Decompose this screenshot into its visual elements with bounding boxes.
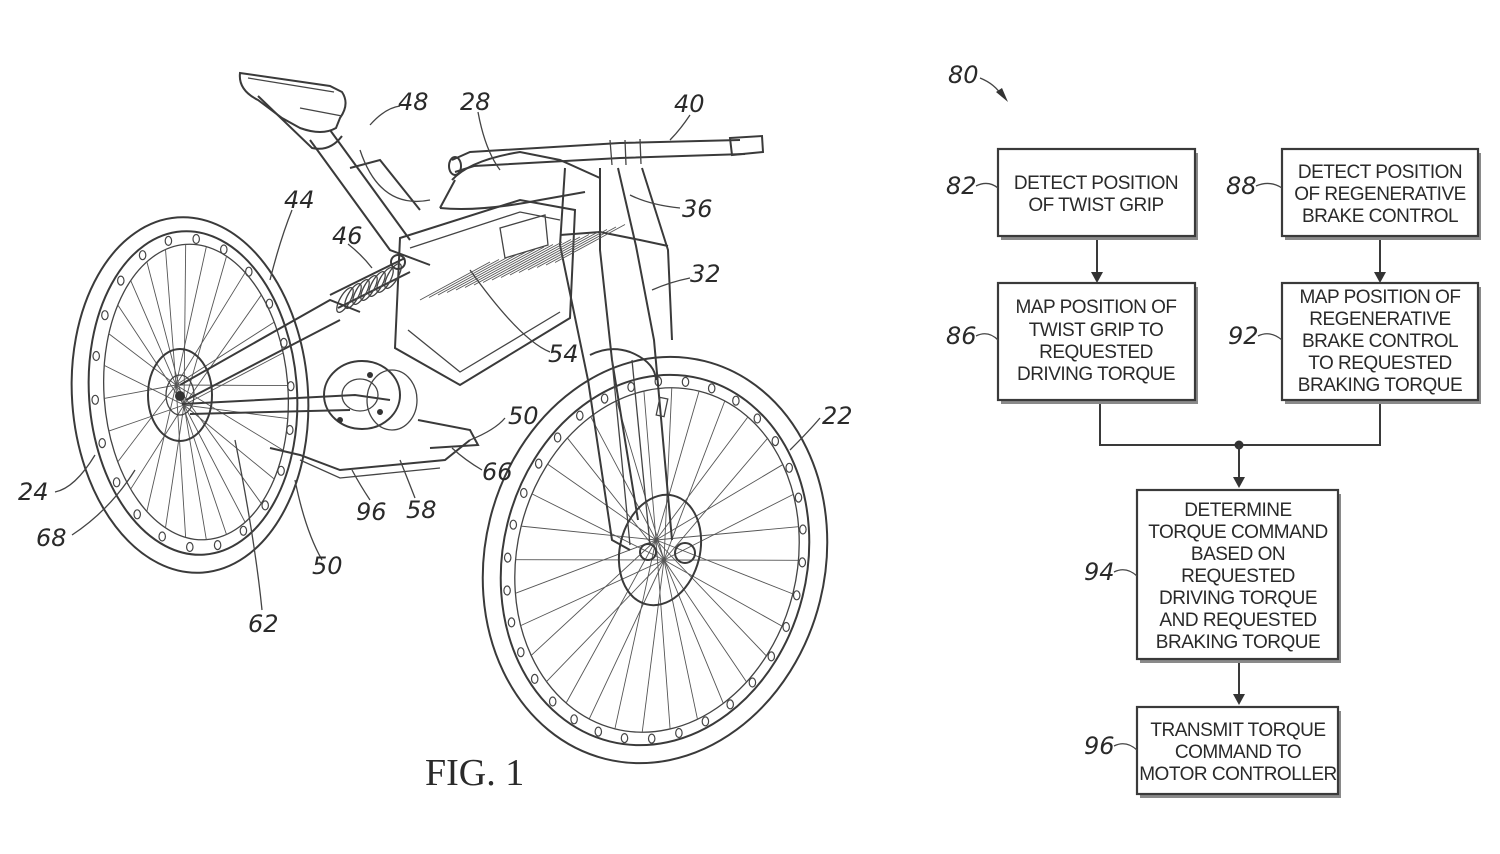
label-50-lower: 50 (312, 552, 343, 580)
label-62: 62 (248, 610, 279, 638)
flowchart-ref-96: 96 (1084, 732, 1115, 760)
flowchart-ref-88: 88 (1226, 172, 1257, 200)
label-54: 54 (548, 340, 579, 368)
box-94-line-3: BASED ON (1191, 544, 1285, 565)
label-24: 24 (18, 478, 49, 506)
battery-pack (395, 200, 625, 385)
box-96-line-1: TRANSMIT TORQUE (1150, 720, 1325, 741)
label-22: 22 (822, 402, 853, 430)
flowchart-ref-94: 94 (1084, 558, 1115, 586)
flowchart-ref-86: 86 (946, 322, 977, 350)
box-88-line-1: DETECT POSITION (1298, 162, 1462, 183)
box-88-line-3: BRAKE CONTROL (1302, 206, 1458, 227)
box-94-line-2: TORQUE COMMAND (1148, 522, 1327, 543)
flowchart-ref-80: 80 (948, 61, 979, 89)
box-92-line-5: BRAKING TORQUE (1298, 375, 1462, 396)
box-88-line-2: OF REGENERATIVE (1294, 184, 1466, 205)
box-96-line-3: MOTOR CONTROLLER (1139, 764, 1337, 785)
label-32: 32 (690, 260, 721, 288)
seat (240, 73, 346, 149)
label-68: 68 (36, 524, 67, 552)
box-86-line-3: REQUESTED (1039, 342, 1153, 363)
box-map-brake-control: MAP POSITION OF REGENERATIVE BRAKE CONTR… (1282, 283, 1481, 404)
box-86-line-2: TWIST GRIP TO (1029, 320, 1164, 341)
box-94-line-6: AND REQUESTED (1159, 610, 1316, 631)
swing-arm (180, 300, 478, 478)
box-determine-torque-command: DETERMINE TORQUE COMMAND BASED ON REQUES… (1137, 490, 1341, 663)
box-detect-twist-grip: DETECT POSITION OF TWIST GRIP (998, 149, 1198, 240)
flowchart: 80 DETECT POSITION OF TWIST GRIP 82 (946, 61, 1481, 798)
box-94-line-4: REQUESTED (1181, 566, 1295, 587)
label-44: 44 (284, 186, 315, 214)
label-96-bike: 96 (356, 498, 387, 526)
box-94-line-5: DRIVING TORQUE (1159, 588, 1317, 609)
box-94-line-7: BRAKING TORQUE (1156, 632, 1320, 653)
box-86-line-4: DRIVING TORQUE (1017, 364, 1175, 385)
figure-label: FIG. 1 (425, 752, 524, 794)
box-map-twist-grip: MAP POSITION OF TWIST GRIP TO REQUESTED … (998, 283, 1198, 404)
box-86-line-1: MAP POSITION OF (1015, 297, 1176, 318)
handlebar (449, 136, 763, 175)
box-92-line-2: REGENERATIVE (1309, 309, 1450, 330)
label-50-upper: 50 (508, 402, 539, 430)
box-transmit-torque-command: TRANSMIT TORQUE COMMAND TO MOTOR CONTROL… (1137, 707, 1341, 798)
label-46: 46 (332, 222, 363, 250)
leader-lines (55, 106, 820, 610)
box-96-line-2: COMMAND TO (1175, 742, 1301, 763)
box-82-line-2: OF TWIST GRIP (1028, 195, 1163, 216)
box-92-line-3: BRAKE CONTROL (1302, 331, 1458, 352)
front-wheel (440, 320, 869, 800)
label-58: 58 (406, 496, 437, 524)
box-92-line-4: TO REQUESTED (1308, 353, 1452, 374)
box-92-line-1: MAP POSITION OF (1299, 287, 1460, 308)
box-82-line-1: DETECT POSITION (1014, 173, 1178, 194)
box-detect-brake-control: DETECT POSITION OF REGENERATIVE BRAKE CO… (1282, 149, 1481, 240)
label-28: 28 (460, 88, 491, 116)
flowchart-ref-92: 92 (1228, 322, 1259, 350)
electric-bike-illustration: 48 28 40 44 46 36 32 54 50 22 66 24 96 5… (18, 73, 870, 800)
label-48: 48 (398, 88, 429, 116)
label-40: 40 (674, 90, 705, 118)
label-66: 66 (482, 458, 513, 486)
flowchart-ref-82: 82 (946, 172, 977, 200)
rear-wheel (60, 209, 320, 581)
label-36: 36 (682, 195, 713, 223)
box-94-line-1: DETERMINE (1184, 500, 1291, 521)
